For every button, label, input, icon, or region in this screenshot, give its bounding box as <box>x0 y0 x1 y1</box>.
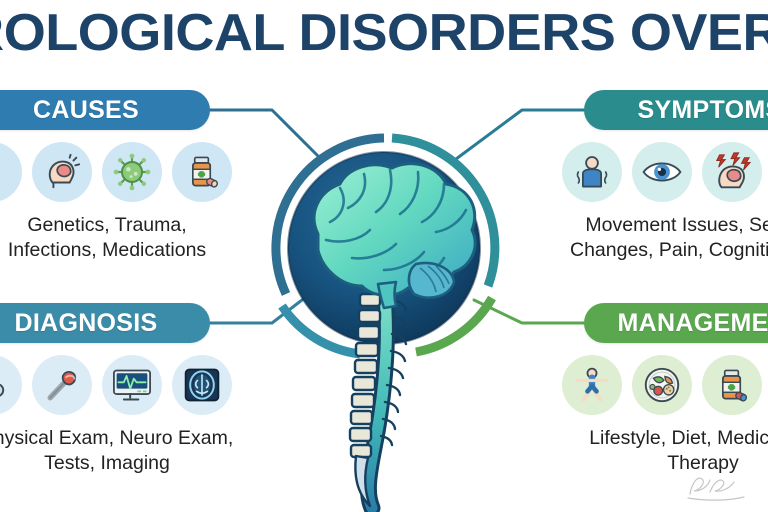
diagnosis-heading-pill[interactable]: DIAGNOSIS <box>0 303 210 343</box>
diagnosis-heading-label: DIAGNOSIS <box>14 308 158 337</box>
symptoms-description-line2: Changes, Pain, Cognitive Deficits <box>570 239 768 261</box>
management-heading-pill[interactable]: MANAGEMENT <box>584 303 768 343</box>
management-description-line1: Lifestyle, Diet, Medication, <box>589 427 768 449</box>
quadrant-symptoms: SYMPTOMS <box>548 90 768 263</box>
page-title: NEUROLOGICAL DISORDERS OVERVIEW <box>0 2 768 64</box>
stethoscope-icon <box>0 355 22 415</box>
healthy-plate-icon <box>632 355 692 415</box>
center-graphic <box>271 133 500 512</box>
management-description: Lifestyle, Diet, Medication, Therapy <box>548 426 768 476</box>
artist-signature-watermark <box>687 477 745 501</box>
brain-mri-icon <box>172 355 232 415</box>
quadrant-diagnosis: DIAGNOSIS <box>0 303 250 476</box>
virus-icon <box>102 142 162 202</box>
segmented-ring <box>271 133 500 359</box>
causes-description-line2: Infections, Medications <box>7 239 207 261</box>
causes-heading-pill[interactable]: CAUSES <box>0 90 210 130</box>
symptoms-description: Movement Issues, Sensory Changes, Pain, … <box>548 213 768 263</box>
diagnosis-description-line1: Physical Exam, Neuro Exam, <box>0 427 234 449</box>
ekg-monitor-icon <box>102 355 162 415</box>
management-heading-label: MANAGEMENT <box>617 308 768 337</box>
medication-bottle-icon <box>702 355 762 415</box>
causes-description-line1: Genetics, Trauma, <box>27 214 187 236</box>
head-pain-icon <box>702 142 762 202</box>
symptoms-description-line1: Movement Issues, Sensory <box>585 214 768 236</box>
head-trauma-icon <box>32 142 92 202</box>
quadrant-management: MANAGEMENT <box>548 303 768 476</box>
diagnosis-description-line2: Tests, Imaging <box>44 452 170 474</box>
management-description-line2: Therapy <box>667 452 739 474</box>
causes-icon-row <box>0 142 250 202</box>
reflex-hammer-icon <box>32 355 92 415</box>
diagnosis-icon-row <box>0 355 250 415</box>
yoga-person-icon <box>562 355 622 415</box>
diagnosis-description: Physical Exam, Neuro Exam, Tests, Imagin… <box>0 426 250 476</box>
quadrant-causes: CAUSES <box>0 90 250 263</box>
pill-bottle-icon <box>172 142 232 202</box>
dna-icon <box>0 142 22 202</box>
management-icon-row <box>548 355 768 415</box>
eye-icon <box>632 142 692 202</box>
page-title-text: NEUROLOGICAL DISORDERS OVERVIEW <box>0 4 768 62</box>
causes-description: Genetics, Trauma, Infections, Medication… <box>0 213 250 263</box>
causes-heading-label: CAUSES <box>33 95 139 124</box>
symptoms-heading-pill[interactable]: SYMPTOMS <box>584 90 768 130</box>
spinal-cord <box>348 277 409 512</box>
brain-illustration <box>312 162 477 310</box>
symptoms-icon-row <box>548 142 768 202</box>
tremor-person-icon <box>562 142 622 202</box>
symptoms-heading-label: SYMPTOMS <box>637 95 768 124</box>
